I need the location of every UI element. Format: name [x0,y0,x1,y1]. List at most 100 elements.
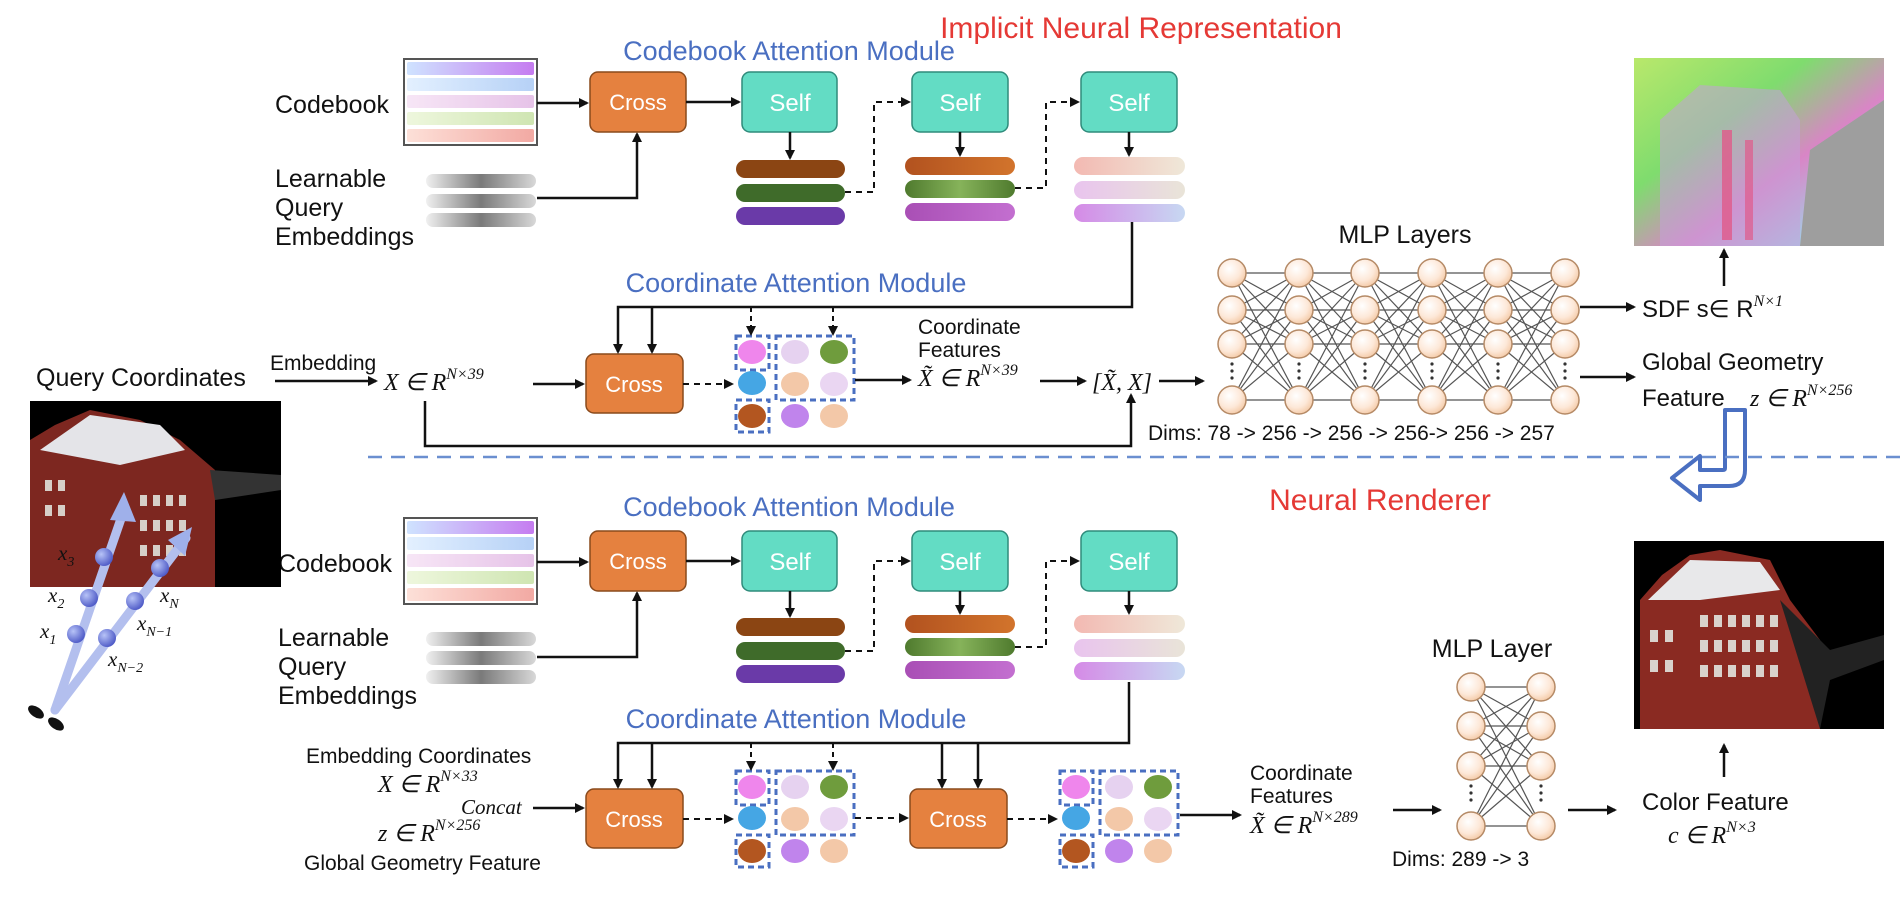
inr-coord-features-label-1: Coordinate [918,316,1021,339]
mlp-connection [1431,272,1499,345]
mlp-neuron [1483,385,1513,415]
mlp-ellipsis-dot [1563,369,1567,373]
renderer-self-box-3: Self [1080,530,1178,592]
inr-token-stack-1 [736,160,845,225]
renderer-token-stack-3 [1074,615,1185,680]
mlp-neuron [1456,811,1486,841]
input-photo [30,401,281,587]
ray-x2: x2 [47,583,64,612]
inr-coord-module-title: Coordinate Attention Module [626,268,967,298]
mlp-ellipsis-dot [1539,791,1543,795]
inr-codebook-stack [403,58,538,146]
mlp-neuron [1284,295,1314,325]
renderer-coord-cross-box-1: Cross [585,788,684,849]
mlp-ellipsis-dot [1539,784,1543,788]
renderer-query-label-1: Learnable [278,624,389,652]
mlp-neuron [1483,329,1513,359]
renderer-coord-features-label-2: Features [1250,785,1333,808]
renderer-mlp-dims: Dims: 289 -> 3 [1392,848,1529,871]
mlp-neuron [1417,329,1447,359]
mlp-ellipsis-dot [1363,362,1367,366]
mlp-connection [1470,765,1542,827]
mlp-neuron [1284,385,1314,415]
renderer-self-box-1: Self [741,530,838,592]
inr-query-label-3: Embeddings [275,223,414,251]
mlp-neuron [1456,672,1486,702]
renderer-self-box-2: Self [911,530,1009,592]
renderer-concat-label: Concat [461,795,523,819]
mlp-ellipsis-dot [1430,369,1434,373]
inr-cross-box: Cross [589,71,687,133]
renderer-coord-module-title: Coordinate Attention Module [626,704,967,734]
renderer-query-label-3: Embeddings [278,682,417,710]
mlp-connection [1364,309,1433,401]
mlp-ellipsis-dot [1469,791,1473,795]
mlp-connection [1497,309,1566,401]
mlp-ellipsis-dot [1563,376,1567,380]
ray-xN-1: xN−1 [136,611,172,640]
mlp-neuron [1417,295,1447,325]
inr-coord-cross-box: Cross [585,353,684,414]
inr-title: Implicit Neural Representation [940,12,1342,45]
renderer-global-geo-label: Global Geometry Feature [304,852,541,875]
mlp-connection [1231,272,1300,345]
mlp-neuron [1284,258,1314,288]
mlp-ellipsis-dot [1363,376,1367,380]
mlp-connection [1431,309,1499,401]
inr-self-box-3: Self [1080,71,1178,133]
mlp-neuron [1417,258,1447,288]
inr-self-box-2: Self [911,71,1009,133]
inr-self-label-1: Self [769,90,811,117]
eyes-icon [28,705,64,731]
mlp-neuron [1456,711,1486,741]
mlp-ellipsis-dot [1230,362,1234,366]
inr-embedding-label: Embedding [270,352,376,375]
inr-mlp-title: MLP Layers [1339,221,1472,249]
renderer-cross-label: Cross [609,549,666,574]
renderer-self-label-1: Self [769,549,811,576]
mlp-neuron [1550,258,1580,288]
mlp-neuron [1284,329,1314,359]
mlp-connection [1364,272,1433,345]
mlp-ellipsis-dot [1297,362,1301,366]
sdf-output: SDF s∈ RN×1 [1642,293,1783,323]
camera-rays [50,492,192,715]
renderer-coord-feature-grid-2 [1058,769,1180,869]
renderer-query-label-2: Query [278,653,347,681]
mlp-ellipsis-dot [1430,376,1434,380]
mlp-connection [1298,272,1366,345]
inr-coord-feature-grid [734,334,856,434]
renderer-token-stack-1 [736,618,845,683]
ray-xN-2: xN−2 [107,647,143,676]
renderer-z-input: z ∈ RN×256 [377,817,480,847]
mlp-neuron [1526,711,1556,741]
renderer-mlp-title: MLP Layer [1432,635,1552,663]
inr-mlp-network [1217,258,1580,415]
ray-x1: x1 [39,619,56,648]
renderer-query-embeddings [426,632,536,684]
mlp-ellipsis-dot [1430,362,1434,366]
renderer-self-label-3: Self [1108,549,1150,576]
inr-x-input: X ∈ RN×39 [383,366,484,396]
mlp-neuron [1526,811,1556,841]
inr-coord-features-label-2: Features [918,339,1001,362]
inr-self-label-3: Self [1108,90,1150,117]
mlp-neuron [1350,329,1380,359]
renderer-cross-box: Cross [589,530,687,592]
inr-concat-label: [X̃, X] [1092,369,1152,396]
renderer-codebook-module-title: Codebook Attention Module [623,492,955,522]
mlp-ellipsis-dot [1496,362,1500,366]
mlp-neuron [1217,258,1247,288]
mlp-connection [1231,272,1300,401]
renderer-emb-coords-label: Embedding Coordinates [306,745,531,768]
mlp-connection [1298,309,1366,401]
flow-down-arrow [1670,408,1747,502]
mlp-connection [1431,272,1499,401]
mlp-ellipsis-dot [1563,362,1567,366]
mlp-connection [1364,272,1433,401]
renderer-mlp-network [1456,672,1556,841]
inr-codebook-label: Codebook [275,91,389,119]
sdf-render-image [1634,58,1884,246]
